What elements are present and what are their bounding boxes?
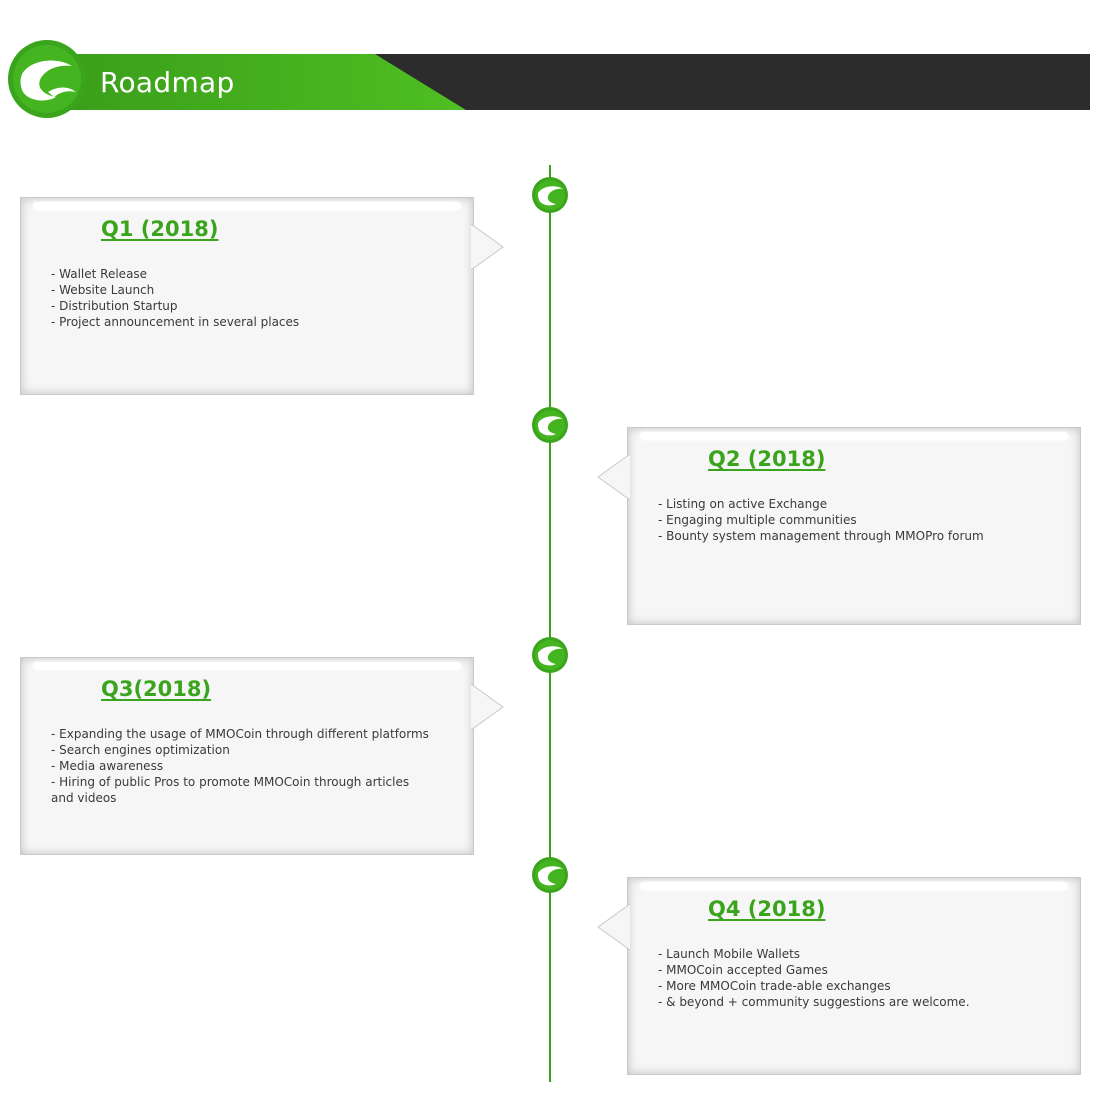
list-item: - Engaging multiple communities bbox=[658, 513, 857, 527]
card-pointer bbox=[471, 224, 504, 270]
header-banner bbox=[8, 40, 1090, 118]
list-item: - More MMOCoin trade-able exchanges bbox=[658, 979, 891, 993]
milestone-title: Q1 (2018) bbox=[101, 217, 219, 241]
header-logo-icon bbox=[8, 40, 86, 118]
milestone-title: Q2 (2018) bbox=[708, 447, 826, 471]
card-pointer bbox=[471, 684, 504, 730]
card-highlight bbox=[640, 432, 1068, 440]
list-item: - Bounty system management through MMOPr… bbox=[658, 529, 984, 543]
card-highlight bbox=[33, 202, 461, 210]
milestone-title: Q3(2018) bbox=[101, 677, 212, 701]
card-highlight bbox=[640, 882, 1068, 890]
page-title: Roadmap bbox=[100, 66, 235, 99]
card-highlight bbox=[33, 662, 461, 670]
timeline-line bbox=[549, 165, 551, 1082]
milestone-list: - Wallet Release - Website Launch - Dist… bbox=[51, 266, 299, 330]
list-item: - MMOCoin accepted Games bbox=[658, 963, 828, 977]
roadmap-header: Roadmap bbox=[0, 0, 1100, 130]
milestone-title: Q4 (2018) bbox=[708, 897, 826, 921]
list-item: - Launch Mobile Wallets bbox=[658, 947, 801, 961]
list-item: - Media awareness bbox=[51, 759, 164, 773]
milestone-card-q4: Q4 (2018) - Launch Mobile Wallets - MMOC… bbox=[597, 877, 1081, 1075]
list-item: - & beyond + community suggestions are w… bbox=[658, 995, 970, 1009]
card-pointer bbox=[597, 454, 630, 500]
list-item: - Expanding the usage of MMOCoin through… bbox=[51, 727, 429, 741]
list-item: - Website Launch bbox=[51, 283, 155, 297]
timeline-node-icon bbox=[532, 407, 568, 443]
timeline-node-icon bbox=[532, 637, 568, 673]
list-item: - Search engines optimization bbox=[51, 743, 230, 757]
list-item: - Project announcement in several places bbox=[51, 315, 300, 329]
timeline-node-icon bbox=[532, 177, 568, 213]
list-item: - Hiring of public Pros to promote MMOCo… bbox=[51, 775, 410, 805]
milestone-list: - Listing on active Exchange - Engaging … bbox=[658, 496, 984, 544]
list-item: - Distribution Startup bbox=[51, 299, 178, 313]
milestone-card-q3: Q3(2018) - Expanding the usage of MMOCoi… bbox=[20, 657, 504, 855]
milestone-list: - Expanding the usage of MMOCoin through… bbox=[51, 726, 429, 806]
card-pointer bbox=[597, 904, 630, 950]
milestone-card-q2: Q2 (2018) - Listing on active Exchange -… bbox=[597, 427, 1081, 625]
milestone-card-q1: Q1 (2018) - Wallet Release - Website Lau… bbox=[20, 197, 504, 395]
timeline-node-icon bbox=[532, 857, 568, 893]
list-item: - Wallet Release bbox=[51, 267, 148, 281]
list-item: - Listing on active Exchange bbox=[658, 497, 828, 511]
milestone-list: - Launch Mobile Wallets - MMOCoin accept… bbox=[658, 946, 970, 1010]
